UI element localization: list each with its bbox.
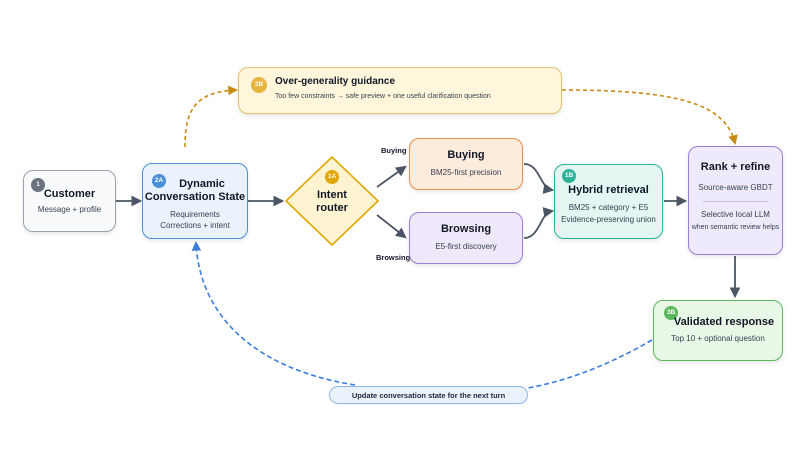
router-title-line1: Intent — [317, 189, 347, 201]
rank-subtitle-line3: when semantic review helps — [691, 224, 780, 231]
hybrid-retrieval-node: 1B Hybrid retrieval BM25 + category + E5… — [554, 164, 663, 239]
guidance-badge: 2B — [251, 77, 267, 93]
arrow-guidance-to-rank — [561, 89, 738, 145]
validated-response-node: 3B Validated response Top 10 + optional … — [653, 300, 783, 361]
edge-label-browsing: Browsing — [376, 253, 411, 262]
router-diamond — [284, 155, 380, 247]
rank-divider — [703, 201, 768, 202]
rank-title: Rank + refine — [700, 161, 771, 173]
arrow-router-to-buying — [376, 165, 407, 188]
conversation-state-node: 2A Dynamic Conversation State Requiremen… — [142, 163, 248, 239]
arrow-state-to-guidance — [184, 85, 238, 148]
validated-badge: 3B — [664, 306, 678, 320]
browsing-node: Browsing E5-first discovery — [409, 212, 523, 264]
buying-node: Buying BM25-first precision — [409, 138, 523, 190]
arrow-validated-to-update — [527, 339, 653, 389]
browsing-title: Browsing — [440, 223, 492, 235]
hybrid-subtitle-line2: Evidence-preserving union — [561, 215, 656, 224]
arrow-update-to-state — [191, 241, 356, 386]
customer-title: Customer — [43, 188, 96, 200]
buying-subtitle: BM25-first precision — [430, 168, 502, 177]
rank-subtitle-line1: Source-aware GBDT — [698, 183, 773, 192]
state-subtitle-line2: Corrections + intent — [160, 221, 230, 230]
rank-refine-node: Rank + refine Source-aware GBDT Selectiv… — [688, 146, 783, 255]
buying-title: Buying — [447, 149, 485, 161]
rank-subtitle-line2: Selective local LLM — [701, 210, 770, 219]
state-title-line2: Conversation State — [144, 191, 246, 203]
state-title-line1: Dynamic — [179, 178, 225, 190]
customer-node: 1 Customer Message + profile — [23, 170, 116, 232]
hybrid-subtitle-line1: BM25 + category + E5 — [568, 203, 649, 212]
hybrid-badge: 1B — [562, 169, 576, 183]
hybrid-title: Hybrid retrieval — [568, 184, 649, 196]
customer-subtitle: Message + profile — [37, 205, 102, 214]
router-badge: 1A — [325, 170, 339, 184]
state-subtitle-line1: Requirements — [170, 210, 220, 219]
arrow-browsing-to-hybrid — [523, 207, 555, 239]
browsing-subtitle: E5-first discovery — [435, 242, 497, 251]
validated-subtitle: Top 10 + optional question — [671, 334, 765, 343]
guidance-title: Over-generality guidance — [275, 76, 396, 87]
update-state-pill: Update conversation state for the next t… — [329, 386, 528, 404]
update-label: Update conversation state for the next t… — [351, 391, 506, 400]
arrow-buying-to-hybrid — [523, 163, 555, 194]
validated-title: Validated response — [673, 316, 775, 328]
guidance-subtitle: Too few constraints → safe preview + one… — [275, 93, 491, 100]
customer-badge: 1 — [31, 178, 45, 192]
state-badge: 2A — [152, 174, 166, 188]
over-generality-guidance-node: 2B Over-generality guidance Too few cons… — [238, 67, 562, 114]
arrow-router-to-browsing — [376, 214, 407, 239]
router-title-line2: router — [316, 202, 348, 214]
edge-label-buying: Buying — [381, 146, 407, 155]
